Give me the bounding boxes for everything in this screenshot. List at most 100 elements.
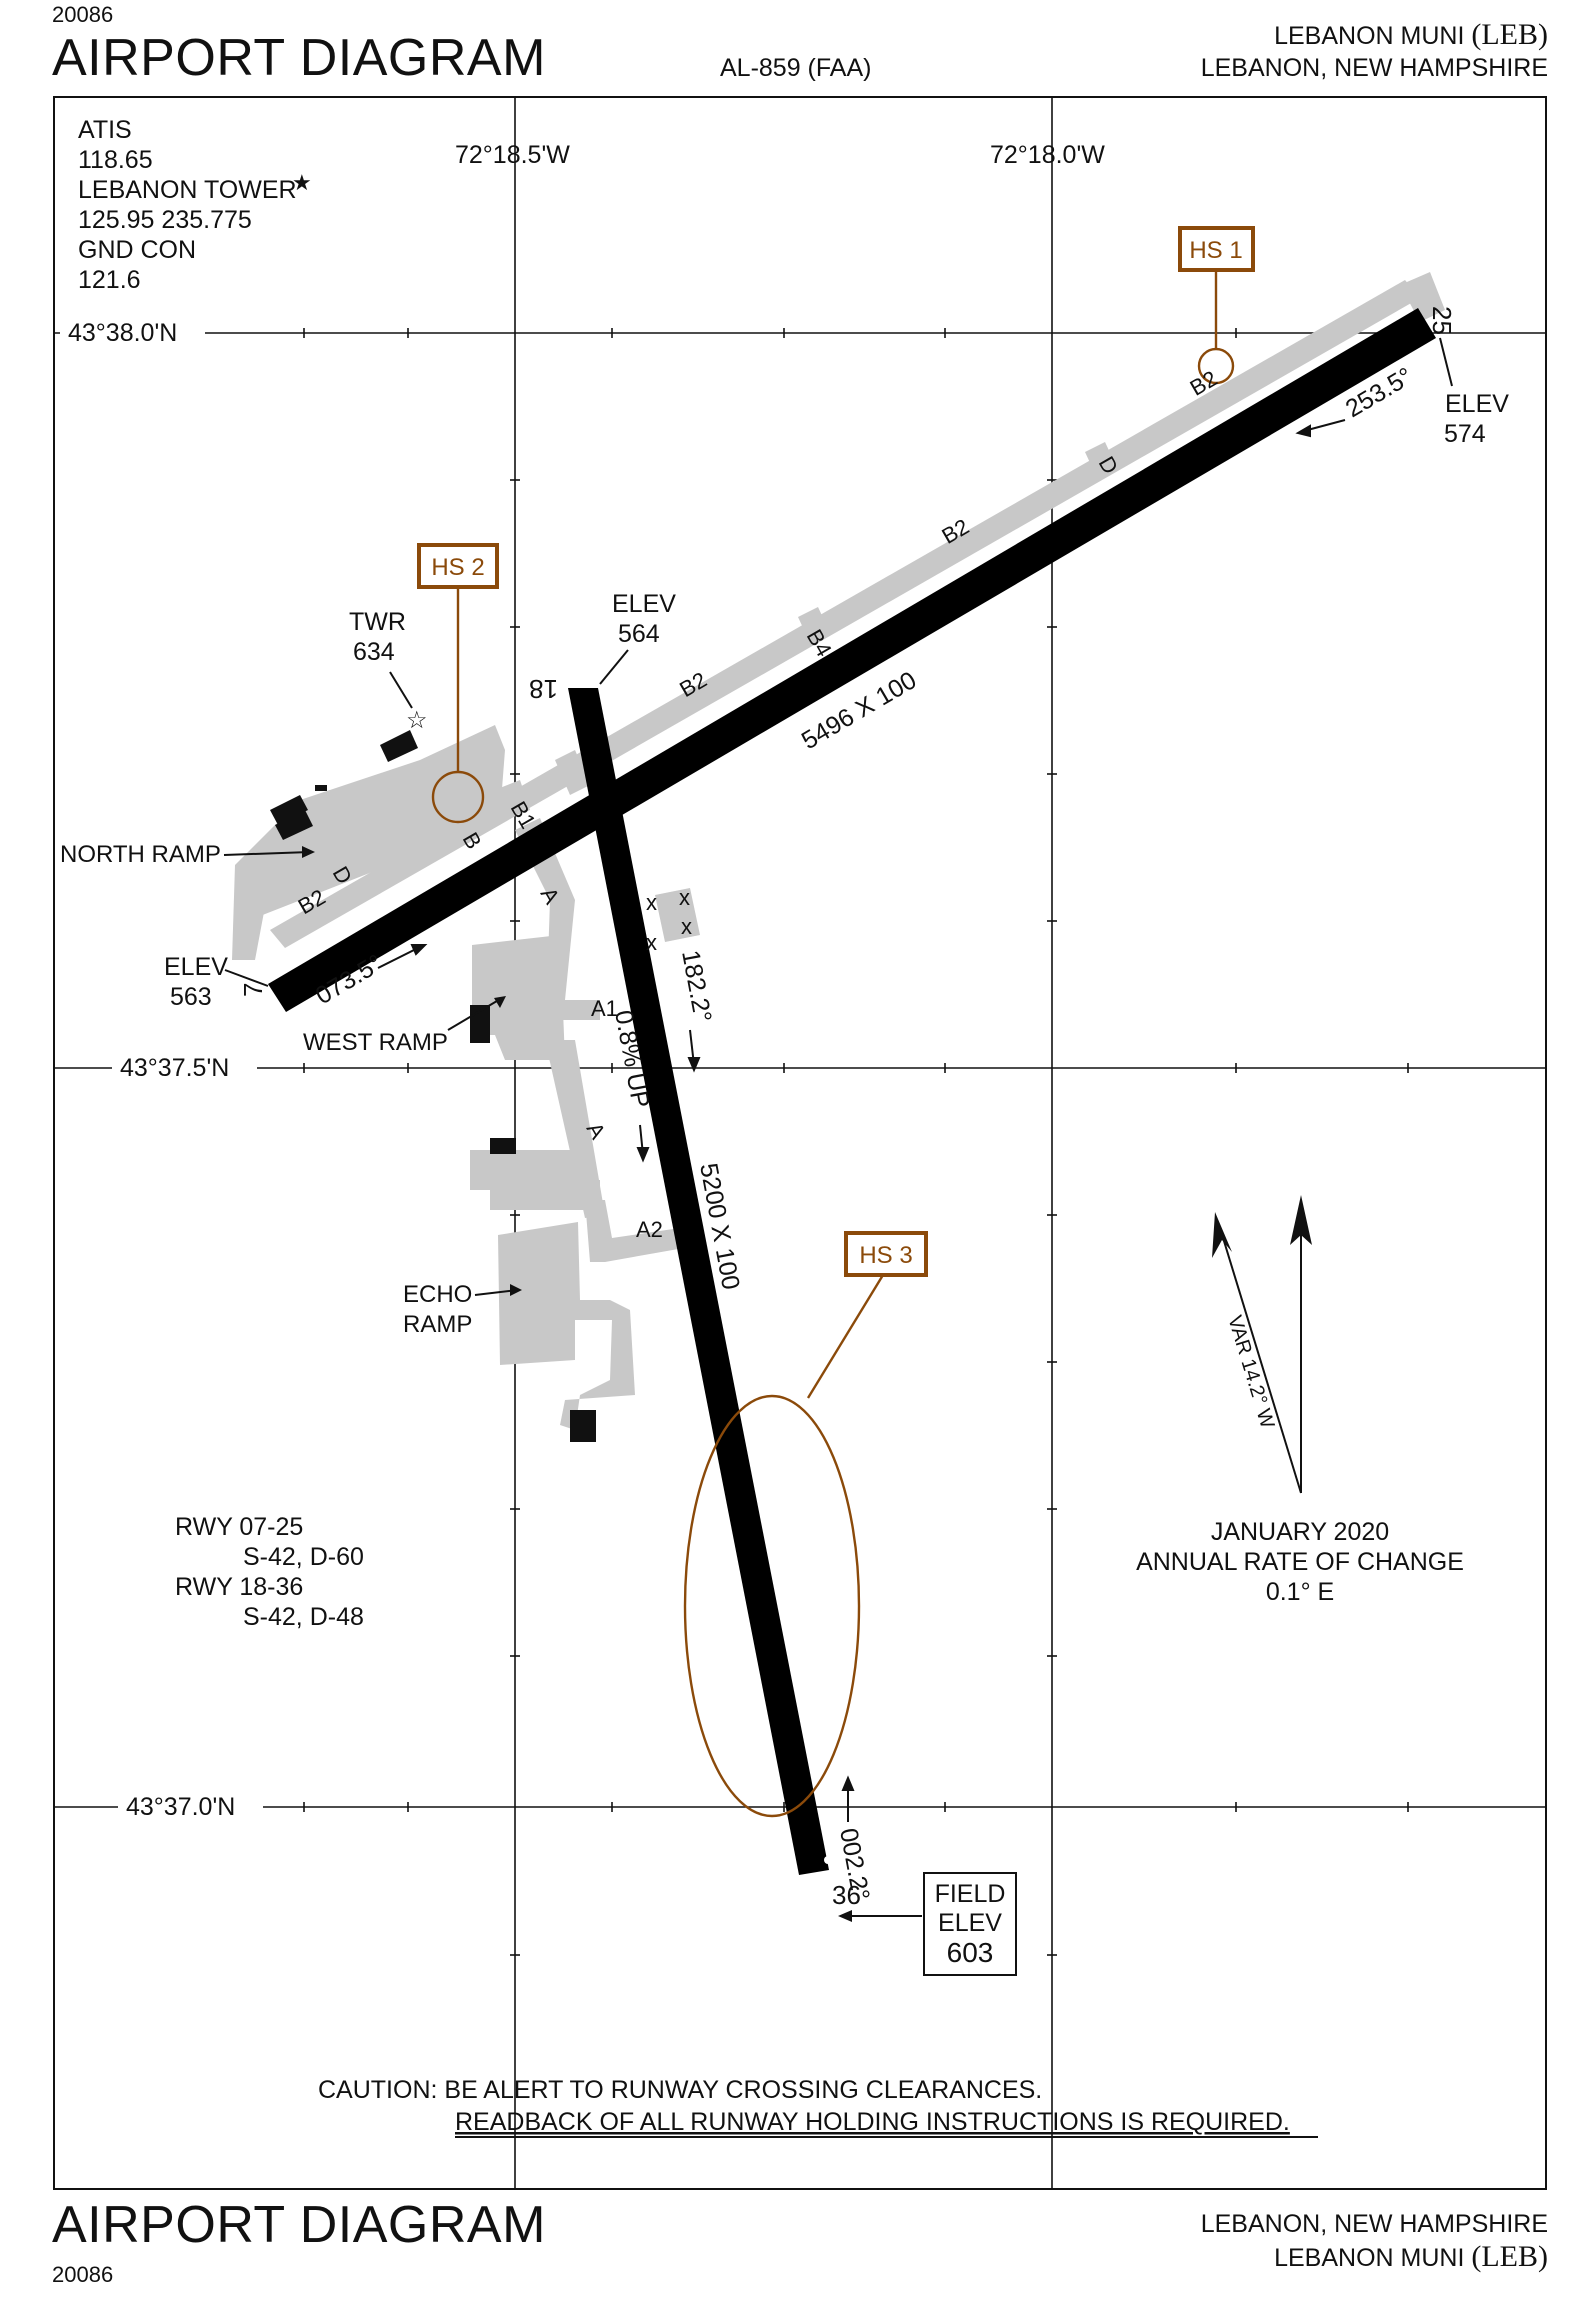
chart-ref-number: 20086 <box>52 2 114 27</box>
arrow-head-25 <box>1295 424 1311 438</box>
elev-25-leader <box>1439 337 1453 387</box>
arrow-head-gradient <box>636 1147 650 1163</box>
west-ramp-area <box>472 935 565 1060</box>
building-5 <box>490 1138 516 1154</box>
field-elev-line1: FIELD <box>935 1880 1006 1908</box>
footer-ref-number: 20086 <box>52 2262 114 2287</box>
frequency-block: ATIS 118.65 LEBANON TOWER ★ 125.95 235.7… <box>78 116 312 294</box>
field-elev-line2: ELEV <box>938 1909 1002 1937</box>
true-north-arrow-icon <box>1290 1195 1312 1245</box>
lat-label-mid: 43°37.5'N <box>120 1054 229 1082</box>
hot-spot-1-label: HS 1 <box>1189 237 1242 264</box>
ground-label: GND CON <box>78 236 196 264</box>
runway-end-36: 36 <box>832 1880 861 1910</box>
runway-end-18: 18 <box>529 674 558 704</box>
echo-ramp-label-2: RAMP <box>403 1311 472 1338</box>
tower-leader <box>389 671 413 709</box>
lon-label-west: 72°18.5'W <box>455 141 570 169</box>
atis-label: ATIS <box>78 116 132 144</box>
magnetic-variation: VAR 14.2° W JANUARY 2020 ANNUAL RATE OF … <box>1136 1195 1464 1606</box>
taxiway-label-a2: A2 <box>636 1217 663 1242</box>
lat-label-south: 43°37.0'N <box>126 1793 235 1821</box>
airport-name: LEBANON MUNI <box>1274 22 1465 50</box>
taxiway-b4 <box>1085 442 1118 480</box>
runways <box>268 308 1436 1875</box>
footer-airport-label: LEBANON MUNI <box>1274 2244 1465 2272</box>
heading-arrows <box>377 419 1346 1822</box>
elev-07-leader <box>224 969 269 987</box>
lon-label-east: 72°18.0'W <box>990 141 1105 169</box>
part-time-star-icon: ★ <box>292 170 312 195</box>
magvar-date: JANUARY 2020 <box>1211 1518 1389 1546</box>
west-ramp-leader <box>447 997 503 1031</box>
building-3 <box>315 785 327 791</box>
building-6 <box>570 1410 596 1442</box>
footer-airport-id: (LEB) <box>1471 2240 1548 2273</box>
chart-title: AIRPORT DIAGRAM <box>52 29 546 87</box>
north-ramp-label: NORTH RAMP <box>60 841 221 868</box>
runway-36-threshold-dot <box>824 1856 832 1864</box>
runway-18-36 <box>568 688 829 1875</box>
arrow-head-18 <box>687 1057 701 1073</box>
magnetic-north-arrow-icon <box>1212 1212 1232 1258</box>
hot-spot-3-ellipse <box>683 1394 861 1818</box>
strength-rwy2: RWY 18-36 <box>175 1573 303 1601</box>
building-2 <box>275 810 313 840</box>
elev-18-label: ELEV <box>612 590 676 618</box>
strength-rwy2-value: S-42, D-48 <box>243 1603 364 1631</box>
footer-location: LEBANON, NEW HAMPSHIRE <box>1200 2210 1548 2238</box>
tower-star-icon: ☆ <box>406 707 428 734</box>
hot-spot-2-label: HS 2 <box>431 554 484 581</box>
field-elev-box <box>923 1872 1017 1976</box>
taxiway-d <box>240 780 530 920</box>
taxiway-a1 <box>540 1000 600 1020</box>
tower-building <box>380 730 418 762</box>
runway-end-7: 7 <box>238 983 268 997</box>
hot-spot-1-box <box>1178 226 1255 272</box>
footer-title: AIRPORT DIAGRAM <box>52 2196 546 2254</box>
magnetic-north-line <box>1219 1227 1302 1494</box>
magvar-rate-value: 0.1° E <box>1266 1578 1334 1606</box>
runway-strength-block: RWY 07-25 S-42, D-60 RWY 18-36 S-42, D-4… <box>175 1513 364 1631</box>
atis-frequency: 118.65 <box>78 146 153 174</box>
elev-25-label: ELEV <box>1445 390 1509 418</box>
west-ramp-label: WEST RAMP <box>303 1029 448 1056</box>
taxiway-b <box>270 280 1420 948</box>
hold-pad-x <box>655 888 700 942</box>
magvar-rate-label: ANNUAL RATE OF CHANGE <box>1136 1548 1464 1576</box>
taxiway-label-a1: A1 <box>591 996 618 1021</box>
hold-marker-x2: x <box>679 885 690 910</box>
strength-rwy1-value: S-42, D-60 <box>243 1543 364 1571</box>
strength-rwy1: RWY 07-25 <box>175 1513 303 1541</box>
airport-location: LEBANON, NEW HAMPSHIRE <box>1200 54 1548 82</box>
taxiway-a2 <box>585 1200 684 1262</box>
elev-07-label: ELEV <box>164 953 228 981</box>
elev-18-leader <box>599 649 629 685</box>
lat-label-north: 43°38.0'N <box>68 319 177 347</box>
hold-marker-x3: x <box>681 914 692 939</box>
hot-spot-3-label: HS 3 <box>859 1242 912 1269</box>
arrow-head-36 <box>841 1775 855 1791</box>
tower-frequency: 125.95 235.775 <box>78 206 252 234</box>
taxiway-system <box>232 272 1445 1430</box>
footer-airport-name: LEBANON MUNI (LEB) <box>1274 2240 1548 2274</box>
airport-name-header: LEBANON MUNI (LEB) <box>1274 18 1548 52</box>
ground-frequency: 121.6 <box>78 266 141 294</box>
airport-id: (LEB) <box>1471 18 1548 51</box>
hot-spot-labels: HS 1 HS 2 HS 3 <box>417 226 1255 1277</box>
taxiway-a-south <box>545 1040 605 1218</box>
elev-07-value: 563 <box>170 983 212 1011</box>
tower-label: LEBANON TOWER <box>78 176 297 204</box>
hot-spot-2-box <box>417 543 499 589</box>
elev-18-value: 564 <box>618 620 660 648</box>
north-ramp-leader <box>223 851 311 856</box>
runway-end-25: 25 <box>1427 306 1457 335</box>
hold-marker-x4: x <box>646 930 657 955</box>
arrow-head-07 <box>410 944 428 956</box>
tower-label: TWR <box>349 608 406 636</box>
echo-ramp-label-1: ECHO <box>403 1281 472 1308</box>
taxiway-b2-connector <box>555 750 590 795</box>
grid-ticks <box>121 328 1409 1956</box>
field-elev-value: 603 <box>947 1937 994 1968</box>
